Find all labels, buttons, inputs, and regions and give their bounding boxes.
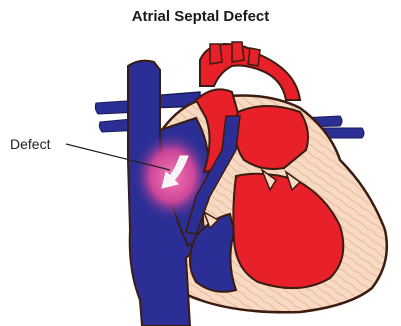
heart-illustration bbox=[0, 0, 401, 326]
diagram-page: Atrial Septal Defect Defect bbox=[0, 0, 401, 326]
